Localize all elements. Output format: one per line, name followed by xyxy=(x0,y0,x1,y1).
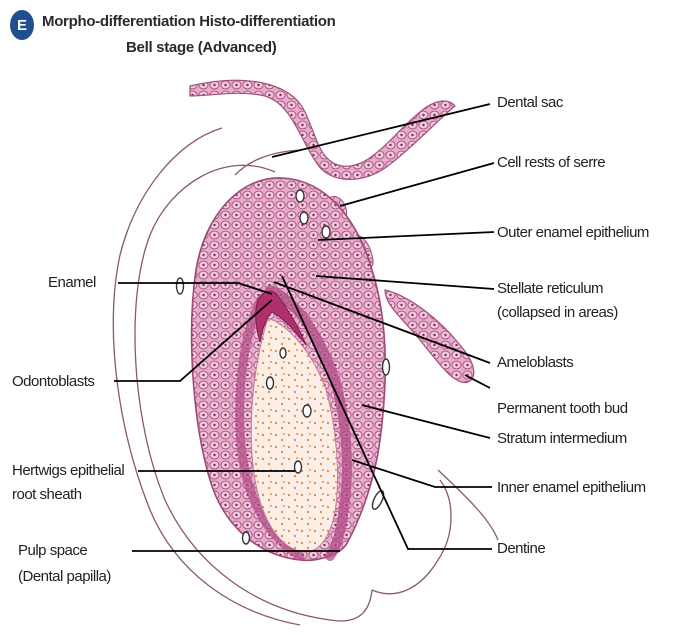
label-stellate-reticulum: Stellate reticulum xyxy=(497,278,603,299)
label-permanent-tooth-bud: Permanent tooth bud xyxy=(497,398,628,419)
label-hertwigs-sheath-line2: root sheath xyxy=(12,484,82,505)
label-outer-enamel-epithelium: Outer enamel epithelium xyxy=(497,222,649,243)
label-odontoblasts: Odontoblasts xyxy=(12,371,94,392)
label-pulp-space: Pulp space xyxy=(18,540,87,561)
label-enamel: Enamel xyxy=(48,272,96,293)
label-inner-enamel-epithelium: Inner enamel epithelium xyxy=(497,477,646,498)
dental-sac-strand xyxy=(190,80,455,179)
figure-badge: E xyxy=(10,10,34,40)
label-cell-rests: Cell rests of serre xyxy=(497,152,605,173)
label-dental-papilla: (Dental papilla) xyxy=(18,566,111,587)
label-stratum-intermedium: Stratum intermedium xyxy=(497,428,627,449)
figure-title: Morpho-differentiation Histo-differentia… xyxy=(42,13,335,30)
label-stellate-reticulum-note: (collapsed in areas) xyxy=(497,302,618,323)
permanent-tooth-bud xyxy=(385,290,474,382)
label-dental-sac: Dental sac xyxy=(497,92,563,113)
label-dentine: Dentine xyxy=(497,538,545,559)
label-hertwigs-sheath: Hertwigs epithelial xyxy=(12,460,124,481)
label-ameloblasts: Ameloblasts xyxy=(497,352,573,373)
figure-subtitle: Bell stage (Advanced) xyxy=(126,39,276,56)
